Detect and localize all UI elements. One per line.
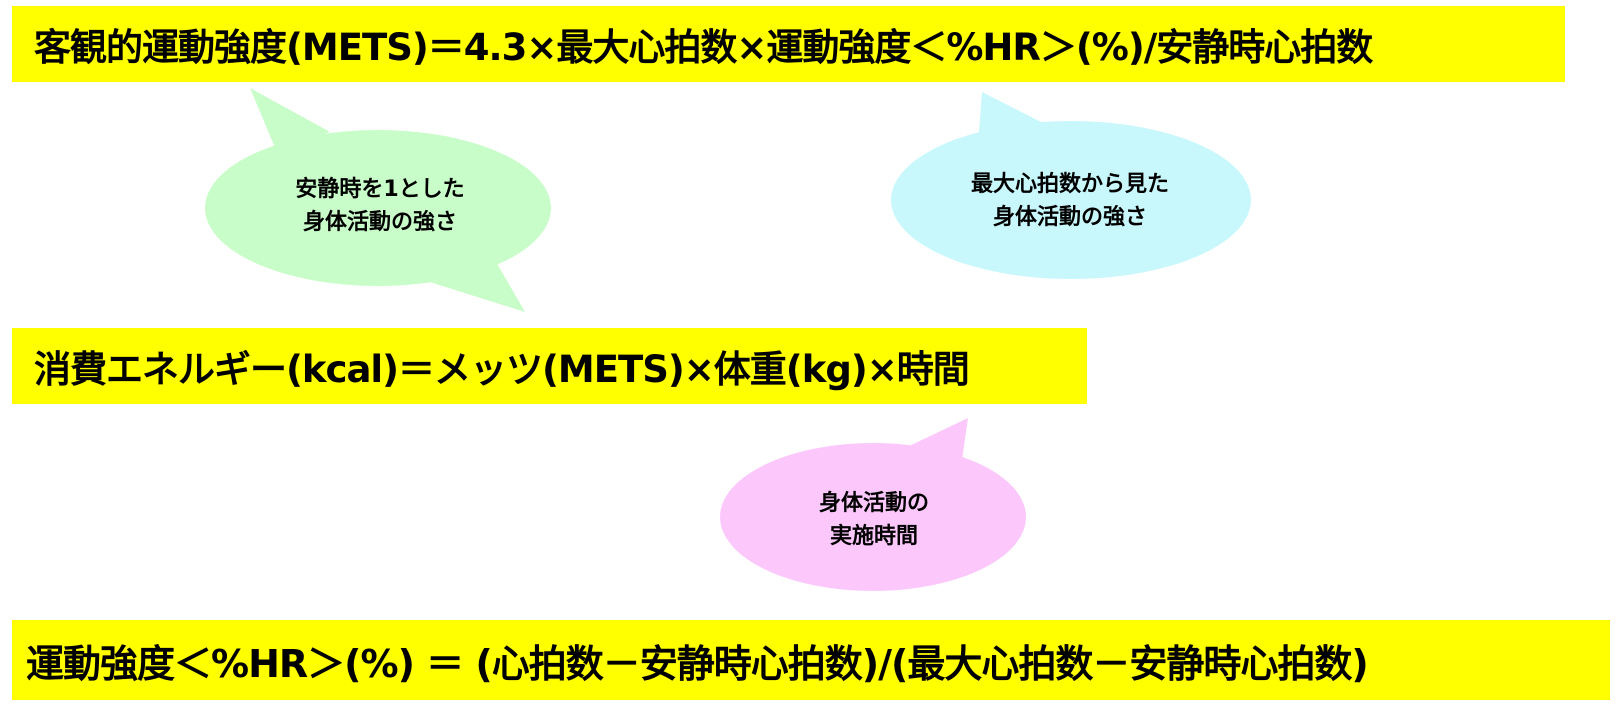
bubble-resting-line1: 安静時を1とした: [295, 177, 465, 202]
bubble-resting-text: 安静時を1とした 身体活動の強さ: [260, 173, 500, 239]
bubble-maxhr-line2: 身体活動の強さ: [992, 205, 1147, 230]
formula-hr: 運動強度＜%HR＞(%) ＝ (心拍数－安静時心拍数)/(最大心拍数－安静時心拍…: [12, 620, 1610, 700]
formula-hr-text: 運動強度＜%HR＞(%) ＝ (心拍数－安静時心拍数)/(最大心拍数－安静時心拍…: [26, 641, 1369, 686]
bubble-maxhr-line1: 最大心拍数から見た: [970, 172, 1169, 197]
bubble-duration-line2: 実施時間: [829, 524, 918, 549]
formula-mets: 客観的運動強度(METS)＝4.3×最大心拍数×運動強度＜%HR＞(%)/安静時…: [12, 6, 1565, 82]
formula-energy: 消費エネルギー(kcal)＝メッツ(METS)×体重(kg)×時間: [12, 328, 1087, 404]
formula-energy-text: 消費エネルギー(kcal)＝メッツ(METS)×体重(kg)×時間: [34, 348, 970, 391]
bubble-maxhr-text: 最大心拍数から見た 身体活動の強さ: [935, 168, 1205, 234]
bubble-duration-line1: 身体活動の: [818, 491, 929, 516]
formula-mets-text: 客観的運動強度(METS)＝4.3×最大心拍数×運動強度＜%HR＞(%)/安静時…: [34, 26, 1373, 69]
bubble-resting-line2: 身体活動の強さ: [302, 210, 457, 235]
bubble-resting-shape: [205, 88, 551, 312]
bubble-duration-shape: [720, 418, 1026, 591]
bubble-maxhr-shape: [891, 92, 1251, 279]
bubble-duration-text: 身体活動の 実施時間: [774, 487, 974, 553]
